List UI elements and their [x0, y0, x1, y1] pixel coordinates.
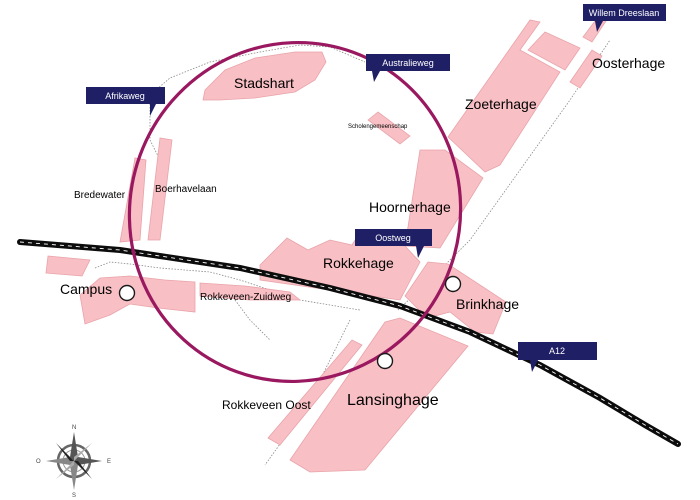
flag-a12: A12	[518, 342, 597, 372]
label-rokkeveen-oost: Rokkeveen Oost	[222, 398, 311, 412]
flag-oostweg[interactable]: Oostweg	[355, 229, 432, 258]
label-boerhavelaan: Boerhavelaan	[155, 184, 217, 195]
label-stadshart: Stadshart	[234, 75, 294, 91]
label-brinkhage: Brinkhage	[456, 296, 519, 312]
ring-line	[127, 40, 463, 384]
svg-text:Afrikaweg: Afrikaweg	[105, 91, 145, 101]
svg-text:E: E	[107, 459, 111, 465]
area-oosterhage-1	[527, 31, 581, 71]
flag-australieweg[interactable]: Australieweg	[366, 54, 450, 82]
area-campus-1	[45, 255, 91, 277]
svg-text:S: S	[72, 493, 76, 499]
label-rokkeveen-zuidweg: Rokkeveen-Zuidweg	[200, 292, 291, 303]
flag-afrikaweg[interactable]: Afrikaweg	[86, 87, 165, 116]
svg-text:N: N	[72, 425, 76, 431]
label-scholengemeenschap: Scholengemeenschap	[348, 124, 408, 130]
a12-highway	[17, 239, 681, 447]
label-zoeterhage: Zoeterhage	[465, 96, 537, 112]
area-zoeterhage	[447, 19, 561, 173]
label-rokkehage: Rokkehage	[323, 255, 394, 271]
area-campus-2	[79, 275, 196, 325]
label-oosterhage: Oosterhage	[592, 55, 665, 71]
area-boerhavelaan	[147, 137, 173, 241]
label-lansinghage: Lansinghage	[347, 392, 439, 409]
area-bredewater	[119, 157, 147, 243]
svg-text:Australieweg: Australieweg	[382, 58, 434, 68]
station-campus[interactable]	[118, 284, 136, 302]
compass-rose-icon: N S E O	[36, 425, 111, 499]
station-lansinghage[interactable]	[376, 352, 394, 370]
svg-text:O: O	[36, 459, 41, 465]
area-oosterhage-2	[569, 49, 603, 89]
label-hoornerhage: Hoornerhage	[369, 199, 451, 215]
svg-text:A12: A12	[549, 346, 565, 356]
label-bredewater: Bredewater	[74, 190, 126, 201]
area-scholen	[367, 111, 411, 145]
area-stadshart	[202, 51, 327, 101]
label-campus: Campus	[60, 281, 112, 297]
area-rokkeveen-zuid	[199, 282, 302, 301]
station-brinkhage[interactable]	[444, 275, 462, 293]
area-lansinghage	[289, 317, 469, 473]
svg-text:Oostweg: Oostweg	[375, 233, 411, 243]
area-rokkeveen-oost	[267, 339, 363, 446]
svg-text:Willem Dreeslaan: Willem Dreeslaan	[589, 8, 660, 18]
flag-willem-dreeslaan[interactable]: Willem Dreeslaan	[583, 4, 666, 32]
district-areas	[45, 16, 607, 473]
